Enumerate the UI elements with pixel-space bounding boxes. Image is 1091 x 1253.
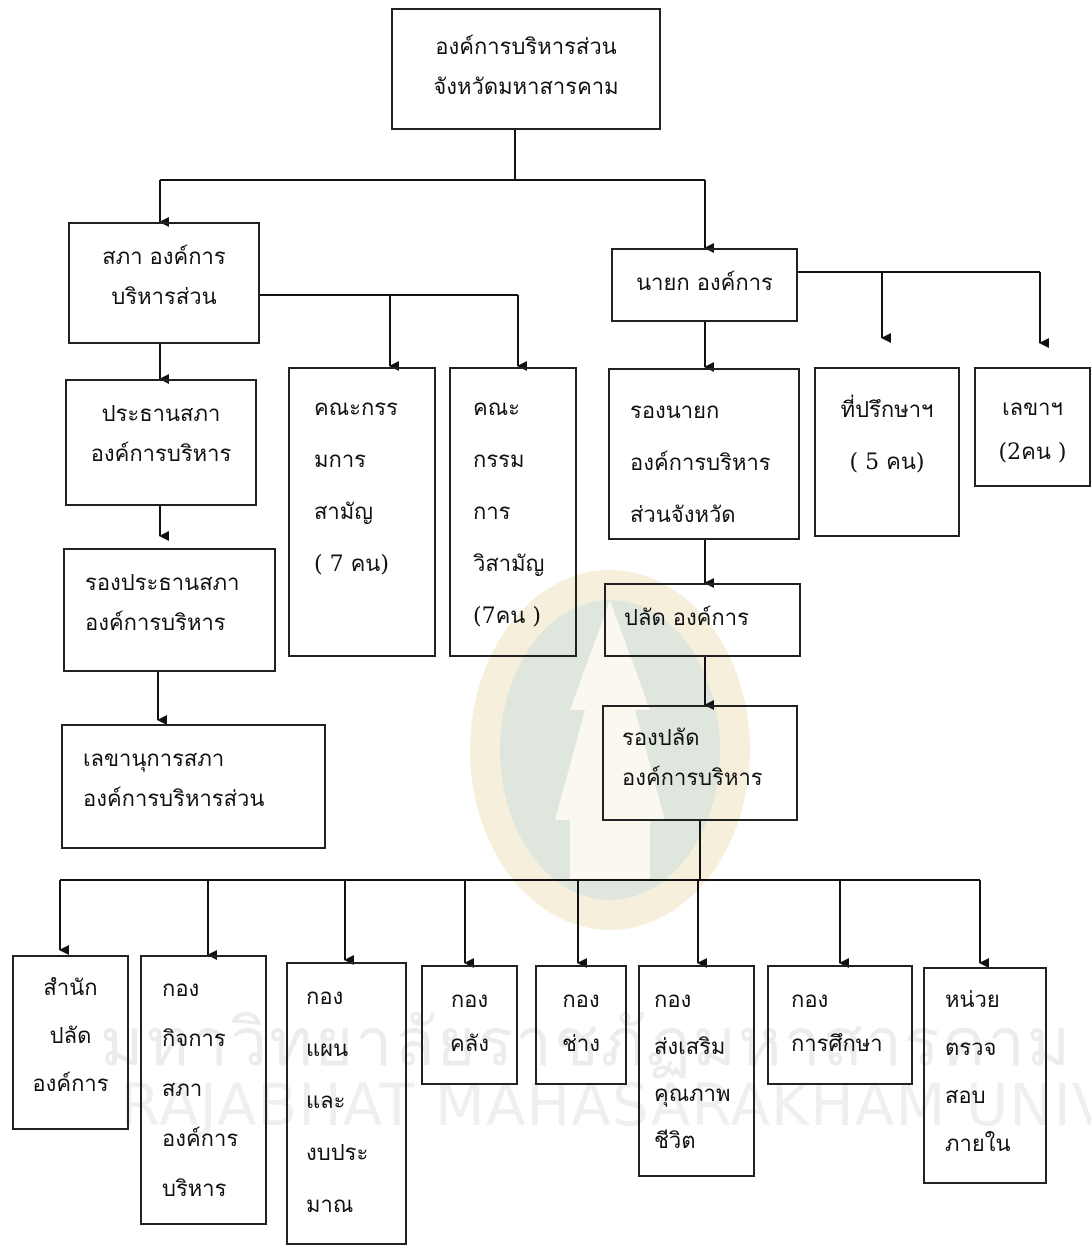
deputy-permanent-secretary-box: รองปลัด องค์การบริหาร xyxy=(602,705,798,821)
unit-internal-audit-box: หน่วย ตรวจ สอบ ภายใน xyxy=(923,967,1047,1184)
division-plan-budget-box: กอง แผน และ งบประ มาณ xyxy=(286,962,407,1245)
division-engineering-box: กอง ช่าง xyxy=(535,965,627,1085)
office-of-permanent-secretary-box: สำนัก ปลัด องค์การ xyxy=(12,955,129,1130)
watermark-english-text: RAJABHAT MAHASARAKHAM UNIVERSITY xyxy=(120,1071,1091,1139)
root-box: องค์การบริหารส่วน จังหวัดมหาสารคาม xyxy=(391,8,661,130)
watermark-thai-text: มหาวิทยาลัยราชภัฏมหาสารคาม xyxy=(100,1004,1073,1081)
vice-chief-executive-box: รองนายก องค์การบริหาร ส่วนจังหวัด xyxy=(608,368,800,540)
council-secretary-box: เลขานุการสภา องค์การบริหารส่วน xyxy=(61,724,326,849)
council-box: สภา องค์การ บริหารส่วน xyxy=(68,222,260,344)
university-seal-watermark xyxy=(470,570,750,930)
division-council-affairs-box: กอง กิจการ สภา องค์การ บริหาร xyxy=(140,955,267,1225)
standing-committee-box: คณะกรร มการ สามัญ ( 7 คน) xyxy=(288,367,436,657)
council-vice-chair-box: รองประธานสภา องค์การบริหาร xyxy=(63,548,276,672)
permanent-secretary-box: ปลัด องค์การ xyxy=(604,583,801,657)
division-quality-of-life-box: กอง ส่งเสริม คุณภาพ ชีวิต xyxy=(638,965,755,1177)
special-committee-box: คณะ กรรม การ วิสามัญ (7คน ) xyxy=(449,367,577,657)
division-finance-box: กอง คลัง xyxy=(421,965,518,1085)
division-education-box: กอง การศึกษา xyxy=(767,965,913,1085)
chief-executive-box: นายก องค์การ xyxy=(611,248,798,322)
secretaries-box: เลขาฯ (2คน ) xyxy=(974,367,1091,487)
advisors-box: ที่ปรึกษาฯ ( 5 คน) xyxy=(814,367,960,537)
council-chair-box: ประธานสภา องค์การบริหาร xyxy=(65,379,257,506)
